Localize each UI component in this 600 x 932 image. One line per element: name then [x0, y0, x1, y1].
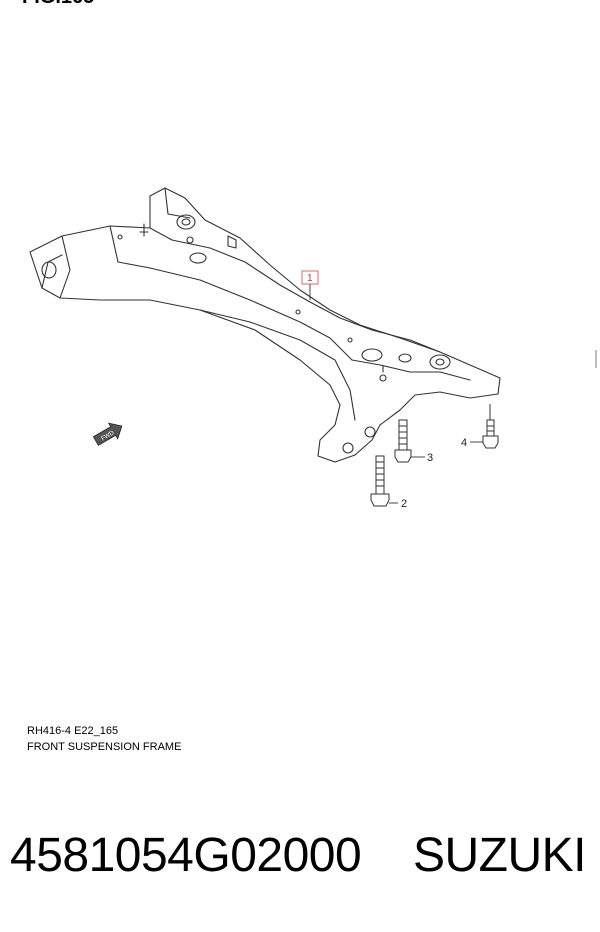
suspension-frame-diagram: 1 2 3 4 FWD — [29, 187, 597, 510]
figure-label: FIG.165 — [22, 0, 94, 9]
bolt-4 — [482, 404, 499, 449]
bolt-3 — [394, 419, 412, 463]
brand-name: SUZUKI — [412, 829, 587, 882]
callout-1: 1 — [301, 270, 319, 300]
svg-text:3: 3 — [427, 452, 433, 464]
reference-code: RH416-4 E22_165 — [27, 725, 119, 737]
svg-text:2: 2 — [401, 498, 407, 510]
svg-text:4: 4 — [461, 437, 467, 449]
svg-text:1: 1 — [307, 273, 313, 284]
frame-outline — [29, 187, 501, 463]
part-number: 4581054G02000 — [10, 829, 362, 882]
forward-arrow-icon: FWD — [92, 422, 123, 446]
bolt-2 — [370, 455, 390, 507]
diagram-caption: FRONT SUSPENSION FRAME — [27, 741, 182, 753]
